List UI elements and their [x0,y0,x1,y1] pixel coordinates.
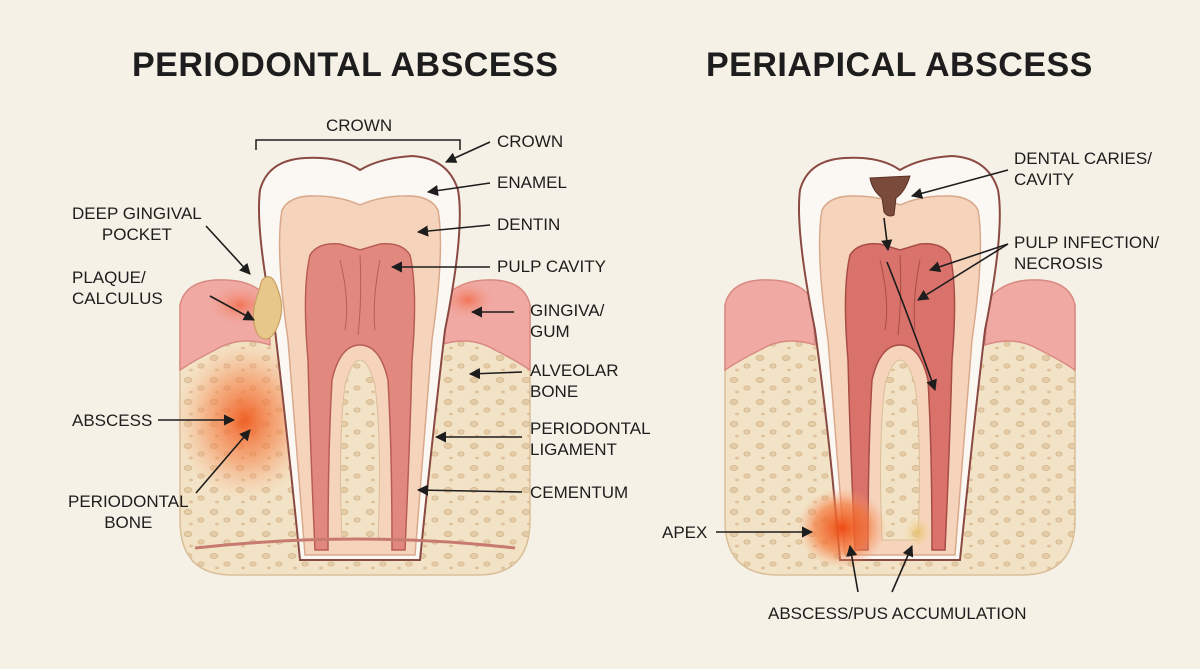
label-pulp-cavity: PULP CAVITY [497,257,606,276]
title-periapical-abscess: PERIAPICAL ABSCESS [706,46,1093,84]
label-abscess: ABSCESS [72,411,153,430]
crown-bracket [255,139,461,150]
plaque-calculus-deposit [252,276,283,340]
left-pulp-cavity [304,242,416,551]
right-pulp-infected [844,242,956,551]
left-tooth-group [175,139,531,576]
dental-caries-cavity [869,175,911,217]
right-tooth-gum-right [984,279,1076,372]
label-apex: APEX [662,523,708,542]
small-abscess-spot [904,516,932,548]
label-dental-caries-cavity: DENTAL CARIES/CAVITY [1014,149,1152,189]
periapical-abscess [797,488,887,568]
label-cementum: CEMENTUM [530,483,629,502]
label-abscess-pus-accumulation: ABSCESS/PUS ACCUMULATION [768,604,1027,623]
leader-arrows [158,141,1009,593]
label-enamel: ENAMEL [497,173,567,192]
label-crown-bracket: CROWN [326,116,393,135]
label-dentin: DENTIN [497,215,561,234]
title-periodontal-abscess: PERIODONTAL ABSCESS [132,46,559,84]
label-gingiva-gum: GINGIVA/GUM [530,301,605,341]
right-tooth-group [724,154,1076,576]
label-crown: CROWN [497,132,564,151]
right-tooth-gum-left [724,279,816,372]
label-pulp-infection-necrosis: PULP INFECTION/NECROSIS [1014,233,1160,273]
label-plaque-calculus: PLAQUE/CALCULUS [72,268,163,308]
